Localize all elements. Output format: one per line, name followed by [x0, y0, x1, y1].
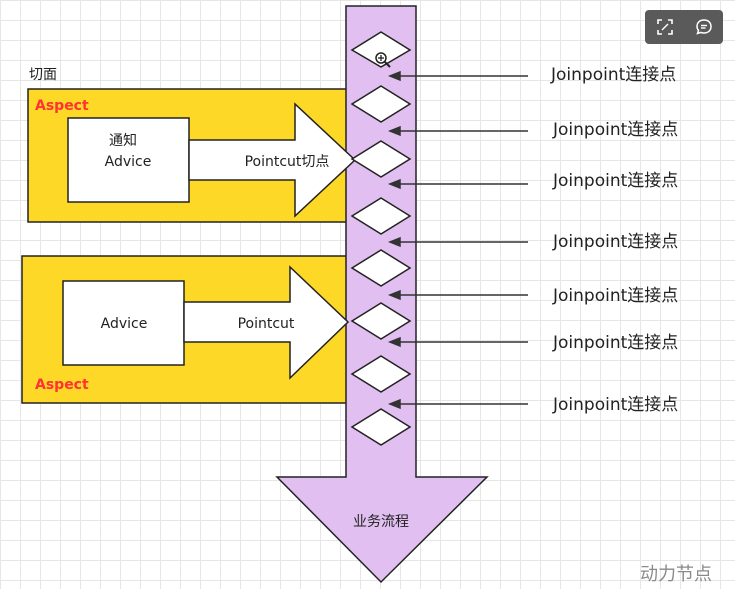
joinpoint-diamond [350, 85, 412, 123]
business-flow-label: 业务流程 [353, 514, 409, 530]
comment-icon [695, 19, 712, 35]
joinpoint-arrowhead [387, 289, 401, 301]
business-flow-arrow [275, 5, 489, 584]
comment-button[interactable] [689, 12, 719, 42]
joinpoint-arrowhead [387, 236, 401, 248]
joinpoint-arrowhead [387, 125, 401, 137]
joinpoint-label: Joinpoint连接点 [550, 65, 676, 85]
joinpoint-label: Joinpoint连接点 [552, 333, 678, 353]
joinpoint-label: Joinpoint连接点 [552, 395, 678, 415]
pointcut-arrow-bottom [183, 265, 350, 380]
advice-bottom-label: Advice [101, 316, 148, 332]
aspect-label-top: Aspect [35, 98, 89, 114]
joinpoint-label: Joinpoint连接点 [552, 171, 678, 191]
joinpoint-diamond [350, 197, 412, 235]
joinpoint-arrows [387, 70, 528, 410]
pointcut-bottom-label: Pointcut [238, 316, 295, 332]
joinpoint-diamond [350, 140, 412, 178]
advice-top-line1: 通知 [109, 132, 137, 149]
joinpoint-arrowhead [387, 398, 401, 410]
expand-button[interactable] [650, 12, 680, 42]
joinpoint-label: Joinpoint连接点 [552, 120, 678, 140]
joinpoint-diamond [350, 302, 412, 340]
advice-top-line2: Advice [105, 154, 152, 170]
joinpoint-diamond [350, 355, 412, 393]
joinpoint-diamond [350, 408, 412, 446]
joinpoint-arrowhead [387, 178, 401, 190]
advice-box-bottom [62, 280, 185, 366]
joinpoint-diamond [350, 249, 412, 287]
joinpoint-arrowhead [387, 336, 401, 348]
viewer-toolbar [645, 10, 723, 44]
watermark: 动力节点 [640, 564, 712, 585]
pointcut-arrow-top [188, 102, 357, 218]
joinpoint-label: Joinpoint连接点 [552, 286, 678, 306]
zoom-in-cursor-icon [375, 52, 391, 68]
joinpoint-label: Joinpoint连接点 [552, 232, 678, 252]
aspect-label-bottom: Aspect [35, 377, 89, 393]
joinpoint-arrowhead [387, 70, 401, 82]
joinpoint-diamond [350, 31, 412, 68]
pointcut-top-label: Pointcut切点 [245, 154, 330, 170]
qiemian-label: 切面 [29, 67, 57, 83]
expand-icon [656, 19, 673, 35]
